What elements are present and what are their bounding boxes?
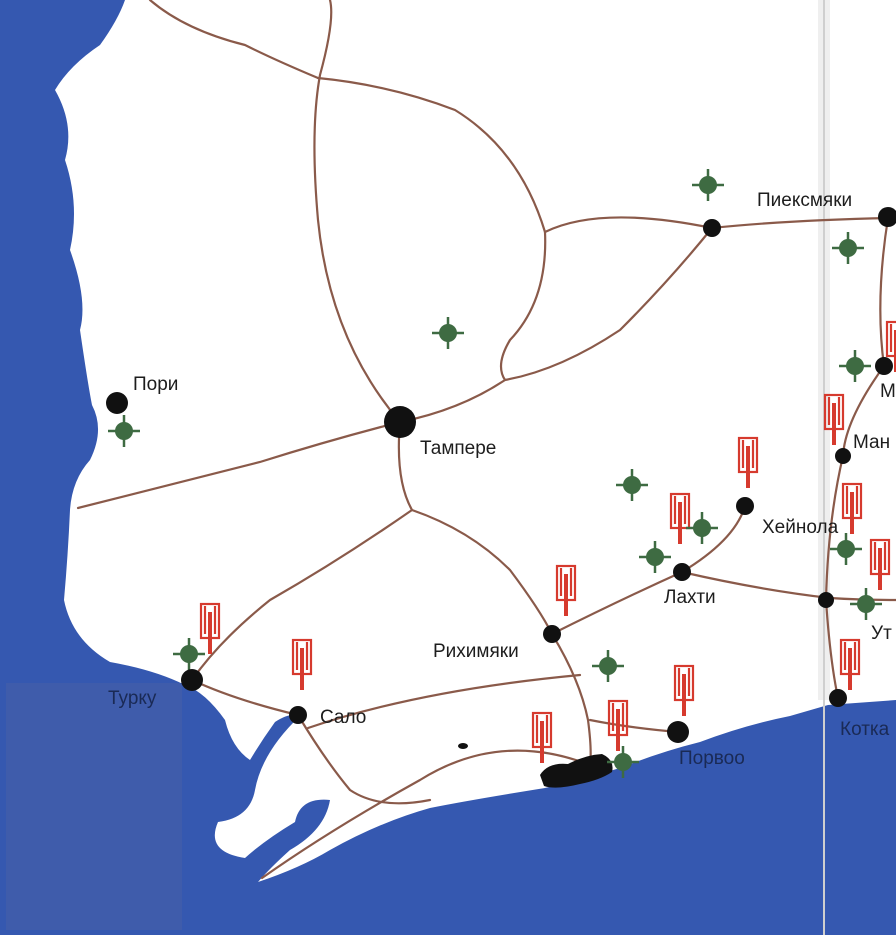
city-dot-heinola: [736, 497, 754, 515]
label-salo: Сало: [320, 707, 366, 728]
station-icon: [830, 533, 862, 565]
city-dot-utti: [818, 592, 834, 608]
city-dot-pori: [106, 392, 128, 414]
road-mid-south: [499, 230, 547, 382]
city-dot-m: [875, 357, 893, 375]
label-lahti: Лахти: [664, 587, 716, 608]
label-mikkeli-partial: М: [880, 381, 896, 402]
label-utti-partial: Ут: [871, 623, 892, 644]
label-mantyharju-partial: Ман: [853, 432, 890, 453]
road-riihimaki-lahti: [550, 570, 684, 636]
road-coast-west: [260, 749, 592, 880]
station-icon: [850, 588, 882, 620]
power-plant-icon: [839, 638, 861, 690]
label-tampere: Тампере: [420, 438, 496, 459]
city-dots: [106, 207, 896, 743]
label-turku: Турку: [108, 688, 157, 709]
road-pori-tampere: [76, 420, 402, 510]
power-plant-icon: [531, 711, 553, 763]
city-dot-mantyharju: [835, 448, 851, 464]
power-plant-icon: [555, 564, 577, 616]
power-plant-icon: [885, 320, 896, 372]
station-icon: [639, 541, 671, 573]
road-tampere-turku: [190, 508, 414, 682]
city-dot-riihimaki: [543, 625, 561, 643]
power-plant-icon: [607, 699, 629, 751]
power-plant-icon: [737, 436, 759, 488]
road-north-west: [148, 0, 320, 80]
road-mid-pieks: [543, 216, 714, 234]
power-plant-icon: [199, 602, 221, 654]
road-tampere-north: [313, 0, 402, 424]
power-plant-icon: [841, 482, 863, 534]
station-icon: [173, 638, 205, 670]
power-plants: [199, 320, 896, 763]
power-plant-icon: [673, 664, 695, 716]
city-dot-turku: [181, 669, 203, 691]
station-icon: [108, 415, 140, 447]
label-kotka-partial: Котка: [840, 719, 890, 740]
label-pori: Пори: [133, 374, 178, 395]
power-plant-icon: [291, 638, 313, 690]
city-dot-lahti: [673, 563, 691, 581]
road-salo-south: [296, 713, 432, 805]
island: [458, 743, 468, 749]
city-dot-salo: [289, 706, 307, 724]
label-porvoo: Порвоо: [679, 748, 745, 769]
city-dot-pieksamaki: [703, 219, 721, 237]
station-icon: [692, 169, 724, 201]
power-plant-icon: [869, 538, 891, 590]
city-dot-mikkeli: [878, 207, 896, 227]
station-icon: [616, 469, 648, 501]
sea-inset: [6, 683, 182, 930]
south-sea: [0, 685, 896, 935]
west-sea: [0, 0, 185, 685]
label-heinola: Хейнола: [762, 517, 839, 538]
station-icon: [832, 232, 864, 264]
label-riihimaki: Рихимяки: [433, 641, 519, 662]
city-dot-porvoo: [667, 721, 689, 743]
station-icon: [432, 317, 464, 349]
stations: [108, 169, 882, 778]
station-icon: [607, 746, 639, 778]
city-dot-tampere: [384, 406, 416, 438]
city-dot-kotka: [829, 689, 847, 707]
labels: Пори Тампере Пиексмяки М Ман Хейнола Лах…: [108, 190, 896, 769]
label-pieksamaki: Пиексмяки: [757, 190, 852, 211]
road-salo-east: [306, 673, 582, 730]
helsinki-area: [540, 754, 613, 788]
road-pieks-east: [710, 216, 892, 230]
station-icon: [839, 350, 871, 382]
power-plant-icon: [823, 393, 845, 445]
road-tampere-east: [398, 226, 714, 424]
power-plant-icon: [669, 492, 691, 544]
station-icon: [686, 512, 718, 544]
road-tampere-riihimaki: [397, 420, 554, 636]
road-north-east: [316, 76, 547, 234]
station-icon: [592, 650, 624, 682]
road-riihimaki-helsinki: [550, 632, 592, 767]
